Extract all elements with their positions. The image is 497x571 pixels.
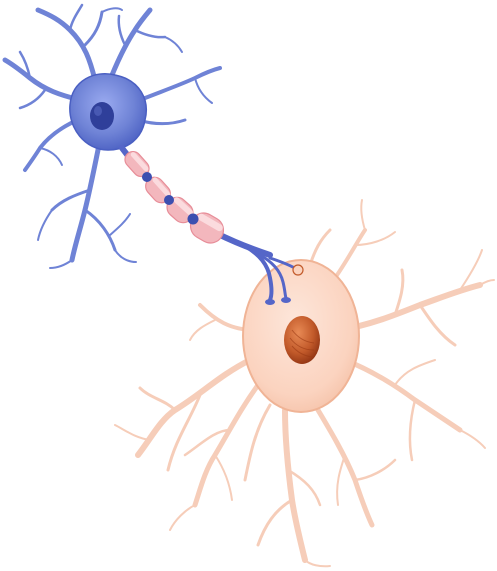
neuron-nucleus: [90, 102, 114, 130]
myelin-sheath: [122, 148, 229, 248]
target-cell-nucleus: [284, 316, 320, 364]
target-cell: [243, 260, 359, 412]
neuron-soma: [70, 74, 146, 150]
synapse-marker: [293, 265, 303, 275]
